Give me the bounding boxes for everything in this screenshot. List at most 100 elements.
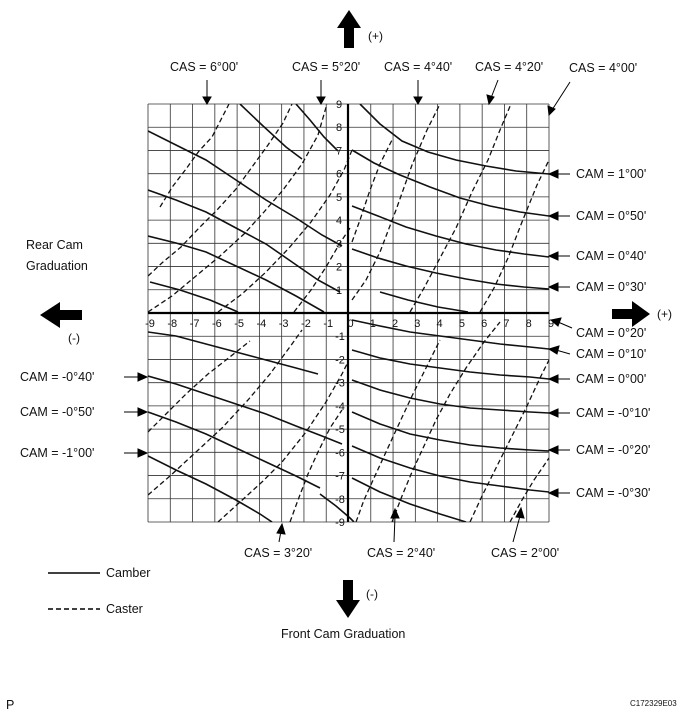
caster-label-2-40: CAS = 2°40' (367, 546, 435, 560)
caster-line-lower-2 (148, 329, 303, 496)
camber-label-neg-1-00: CAM = -1°00' (20, 446, 94, 460)
arrow-down-icon (336, 580, 360, 618)
x-tick-label: -2 (301, 318, 311, 330)
x-tick-label: 3 (414, 318, 420, 330)
y-tick-label: 2 (336, 262, 342, 274)
caster-line-upper-9 (351, 139, 393, 243)
caster-label-4-00: CAS = 4°00' (569, 61, 637, 75)
x-tick-label: 4 (437, 318, 443, 330)
y-tick-label: -8 (335, 494, 345, 506)
y-tick-label: 4 (336, 215, 342, 227)
x-tick-label: -6 (212, 318, 222, 330)
camber-label-0-20: CAM = 0°20' (576, 326, 646, 340)
x-tick-label: -3 (279, 318, 289, 330)
caster-label-5-20: CAS = 5°20' (292, 60, 360, 74)
camber-line-neg-0-40 (148, 375, 343, 445)
camber-line-upper-b (148, 130, 343, 247)
camber-label-0-40: CAM = 0°40' (576, 249, 646, 263)
y-tick-label: -7 (335, 471, 345, 483)
y-tick-label: -5 (335, 424, 345, 436)
arrow-right-sign: (+) (657, 307, 672, 321)
x-tick-label: -5 (234, 318, 244, 330)
caster-line-4-20-upper (409, 104, 512, 313)
x-tick-label: -8 (167, 318, 177, 330)
y-tick-label: 9 (336, 99, 342, 111)
caster-label-2-00: CAS = 2°00' (491, 546, 559, 560)
x-tick-label: 8 (526, 318, 532, 330)
y-tick-label: 3 (336, 238, 342, 250)
camber-label-neg-0-40: CAM = -0°40' (20, 370, 94, 384)
arrow-right-icon (612, 301, 650, 327)
legend-caster-label: Caster (106, 602, 143, 616)
camber-line-neg-0-50 (148, 411, 321, 489)
camber-line-neg-0-20 (351, 411, 549, 452)
x-tick-label: -9 (145, 318, 155, 330)
y-tick-label: 6 (336, 169, 342, 181)
x-tick-label: 0 (347, 318, 353, 330)
arrow-up-icon (337, 10, 361, 48)
camber-line-upper-a (239, 104, 303, 160)
x-tick-label: 6 (481, 318, 487, 330)
x-tick-label: 9 (548, 318, 554, 330)
y-tick-label: -2 (335, 354, 345, 366)
curve-group (148, 104, 549, 522)
y-tick-label: -1 (335, 331, 345, 343)
camber-label-neg-0-50: CAM = -0°50' (20, 405, 94, 419)
camber-line-neg-0-30 (351, 445, 549, 493)
camber-line-lower-c (319, 493, 355, 522)
caster-line-6-00-upper (159, 104, 230, 208)
caster-line-3-20-lower (217, 361, 349, 522)
y-tick-label: -6 (335, 447, 345, 459)
caster-line-2-40-lower (355, 339, 441, 522)
camber-line-lower-b (351, 477, 467, 522)
caster-line-upper-5 (293, 227, 351, 313)
camber-line-1-00 (359, 104, 549, 175)
camber-line-upper-e (149, 281, 239, 313)
rear-cam-title-line2: Graduation (26, 259, 88, 273)
page-marker: P (6, 698, 14, 712)
rear-cam-title-line1: Rear Cam (26, 238, 83, 252)
caster-line-lower-1 (148, 340, 251, 433)
caster-line-lower-4 (289, 409, 343, 522)
front-cam-title: Front Cam Graduation (281, 627, 405, 641)
camber-line-0-40 (351, 205, 549, 258)
legend-camber-label: Camber (106, 566, 150, 580)
x-tick-label: 7 (503, 318, 509, 330)
arrow-down-sign: (-) (366, 587, 378, 601)
camber-label-neg-0-10: CAM = -0°10' (576, 406, 650, 420)
leader-arrows (124, 79, 573, 543)
caster-label-4-20: CAS = 4°20' (475, 60, 543, 74)
camber-line-upper-f (295, 104, 339, 152)
camber-line-0-30 (351, 248, 549, 290)
y-tick-label: -4 (335, 401, 345, 413)
caster-line-4-40-upper (351, 104, 441, 301)
camber-line-0-50 (351, 149, 549, 217)
caster-line-upper-2 (148, 104, 293, 277)
camber-line-0-20 (379, 291, 469, 313)
caster-label-3-20: CAS = 3°20' (244, 546, 312, 560)
camber-line-upper-c (148, 189, 341, 293)
camber-label-neg-0-20: CAM = -0°20' (576, 443, 650, 457)
y-tick-label: -3 (335, 378, 345, 390)
arrow-up-sign: (+) (368, 29, 383, 43)
camber-label-0-30: CAM = 0°30' (576, 280, 646, 294)
camber-line-0-00 (351, 349, 549, 380)
legend: Camber Caster (48, 566, 150, 616)
caster-line-5-20-upper (148, 104, 328, 313)
x-tick-label: 2 (392, 318, 398, 330)
caster-label-6-00: CAS = 6°00' (170, 60, 238, 74)
caster-label-4-40: CAS = 4°40' (384, 60, 452, 74)
y-tick-label: 5 (336, 192, 342, 204)
camber-label-0-00: CAM = 0°00' (576, 372, 646, 386)
camber-line-neg-0-10 (351, 379, 549, 414)
camber-line-lower-a (148, 331, 319, 375)
arrow-left-sign: (-) (68, 331, 80, 345)
arrow-left-icon (40, 302, 82, 328)
y-tick-label: 1 (336, 285, 342, 297)
camber-line-neg-1-00 (148, 455, 273, 522)
camber-line-upper-d (148, 235, 325, 313)
x-tick-label: -7 (190, 318, 200, 330)
y-tick-label: 7 (336, 145, 342, 157)
